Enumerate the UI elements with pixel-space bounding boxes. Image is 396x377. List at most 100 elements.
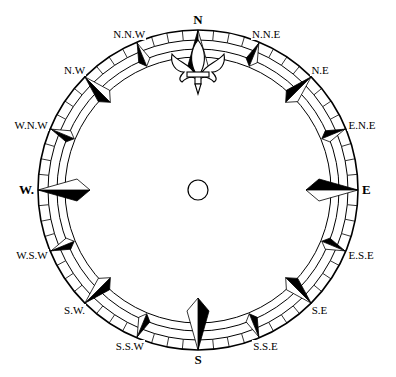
compass-point [137, 43, 150, 66]
compass-point [246, 314, 259, 337]
point-light-half [187, 298, 198, 350]
compass-point [322, 129, 345, 142]
degree-tick [182, 31, 184, 41]
direction-label: W.N.W [14, 119, 49, 131]
direction-label: N.N.W [112, 28, 146, 40]
point-dark-half [198, 298, 209, 350]
degree-tick [242, 37, 245, 47]
compass-point [137, 314, 150, 337]
degree-tick [347, 174, 357, 176]
point-light-half [246, 314, 259, 337]
point-light-half [51, 129, 74, 139]
pivot-circle [188, 180, 208, 200]
degree-tick [57, 115, 66, 120]
degree-tick [342, 234, 352, 237]
point-dark-half [286, 278, 311, 303]
degree-tick [347, 204, 357, 206]
degree-tick [345, 159, 355, 161]
compass-point [306, 179, 358, 201]
compass-point [322, 238, 345, 251]
degree-tick [109, 315, 115, 323]
direction-label: S.E [311, 304, 329, 316]
point-light-half [306, 190, 358, 201]
degree-tick [152, 37, 155, 47]
point-light-half [85, 278, 110, 303]
compass-point [51, 238, 74, 251]
degree-tick [74, 88, 82, 94]
compass-ring [65, 57, 331, 323]
direction-label: W.S.W [15, 249, 48, 261]
degree-tick [123, 322, 128, 331]
degree-tick [45, 234, 55, 237]
degree-tick [293, 66, 299, 74]
degree-tick [269, 49, 274, 58]
degree-tick [96, 66, 102, 74]
degree-tick [96, 306, 102, 314]
degree-tick [342, 144, 352, 147]
point-light-half [137, 43, 150, 66]
degree-tick [74, 285, 82, 291]
compass-point [286, 77, 311, 102]
degree-tick [330, 115, 339, 120]
degree-tick [39, 174, 49, 176]
point-light-half [249, 43, 259, 66]
compass-point [286, 278, 311, 303]
point-dark-half [306, 179, 358, 190]
direction-label: E.S.E [348, 249, 375, 261]
degree-tick [65, 101, 73, 107]
compass-point [85, 278, 110, 303]
direction-label: E [361, 183, 372, 197]
compass-ring [57, 49, 339, 331]
direction-label: S.S.W [115, 340, 145, 352]
point-light-half [322, 241, 345, 251]
degree-tick [227, 337, 229, 347]
fleur-de-lis [172, 40, 225, 94]
degree-tick [269, 322, 274, 331]
degree-tick [152, 334, 155, 344]
direction-label: N.E [310, 64, 329, 76]
direction-label: S.W. [63, 304, 86, 316]
degree-tick [314, 285, 322, 291]
direction-label: N.W [63, 64, 86, 76]
compass-point [85, 77, 110, 102]
degree-tick [323, 101, 331, 107]
degree-tick [227, 33, 229, 43]
degree-tick [45, 144, 55, 147]
degree-tick [41, 219, 51, 221]
direction-label: N.N.E [251, 28, 281, 40]
point-light-half [85, 77, 110, 102]
degree-tick [293, 306, 299, 314]
degree-tick [65, 273, 73, 279]
point-dark-half [85, 278, 110, 303]
compass-point [51, 129, 74, 142]
degree-tick [212, 31, 214, 41]
point-light-half [137, 314, 147, 337]
compass-ring [48, 40, 348, 340]
direction-label: E.N.E [347, 119, 376, 131]
direction-label: N [192, 13, 203, 27]
degree-tick [167, 337, 169, 347]
point-dark-half [38, 190, 90, 201]
degree-tick [345, 219, 355, 221]
degree-tick [109, 57, 115, 65]
point-dark-half [246, 43, 259, 66]
degree-tick [212, 339, 214, 349]
point-light-half [286, 77, 311, 102]
degree-tick [167, 33, 169, 43]
point-dark-half [322, 238, 345, 251]
degree-tick [242, 334, 245, 344]
point-dark-half [51, 129, 74, 142]
degree-tick [182, 339, 184, 349]
degree-tick [330, 261, 339, 266]
degree-tick [281, 315, 287, 323]
degree-tick [123, 49, 128, 58]
degree-tick [41, 159, 51, 161]
point-light-half [51, 238, 74, 251]
degree-tick [281, 57, 287, 65]
point-light-half [286, 278, 311, 303]
degree-tick [39, 204, 49, 206]
direction-label: S [193, 353, 202, 367]
degree-tick [314, 88, 322, 94]
point-light-half [322, 129, 345, 142]
